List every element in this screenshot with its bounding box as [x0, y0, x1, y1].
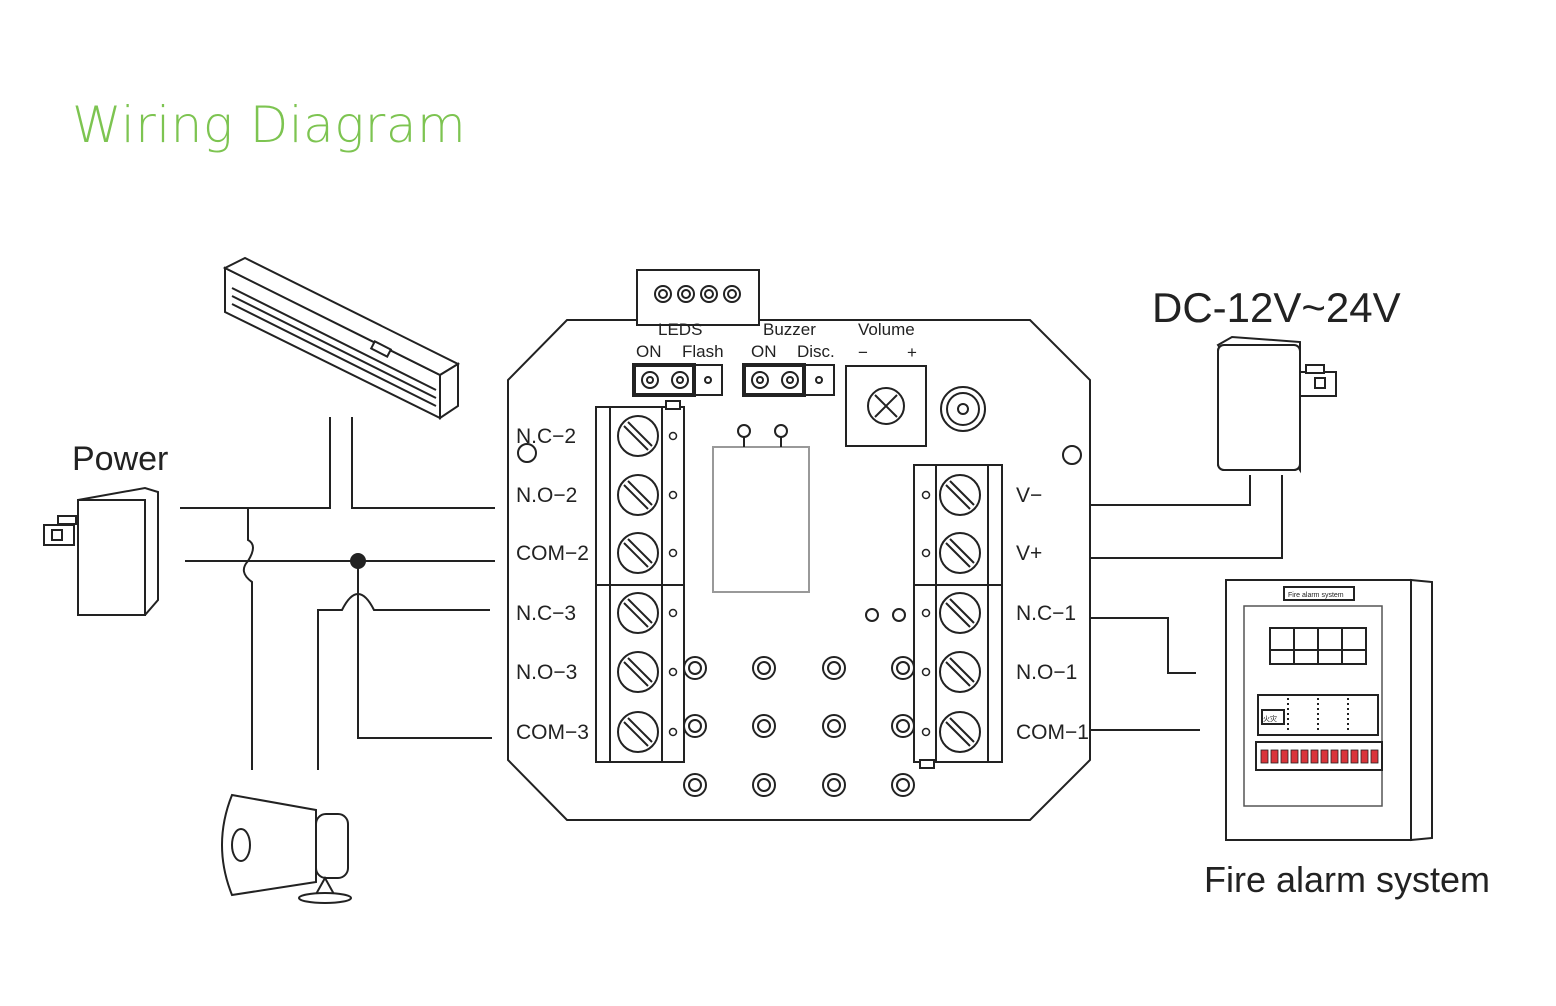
- terminal-hole: [668, 490, 678, 500]
- solder-pad: [752, 656, 776, 680]
- pad-grid: [683, 656, 915, 797]
- solder-pad: [752, 714, 776, 738]
- terminal-screw: [617, 415, 659, 457]
- leds-flash-label: Flash: [682, 342, 724, 361]
- terminal-hole: [668, 608, 678, 618]
- solder-pad: [891, 714, 915, 738]
- volume-plus-label: +: [907, 343, 917, 362]
- fire-panel-led: [1260, 749, 1269, 764]
- fire-panel-led: [1310, 749, 1319, 764]
- terminal-hole: [668, 727, 678, 737]
- right-terminal-label: N.O−1: [1016, 661, 1077, 684]
- fire-panel-led: [1320, 749, 1329, 764]
- fire-panel-led: [1350, 749, 1359, 764]
- page-title: Wiring Diagram: [72, 96, 467, 154]
- volume-minus-label: −: [858, 343, 868, 362]
- terminal-screw: [939, 532, 981, 574]
- mounting-hole: [517, 443, 537, 463]
- fire-panel-header-text: Fire alarm system: [1288, 592, 1344, 599]
- terminal-hole: [668, 548, 678, 558]
- solder-pad: [683, 656, 707, 680]
- fire-panel-led: [1300, 749, 1309, 764]
- left-terminal-label: COM−3: [516, 721, 589, 744]
- terminal-screw: [617, 651, 659, 693]
- pcb-hole: [865, 608, 879, 622]
- fire-alarm-panel-icon: [1225, 578, 1433, 842]
- right-wiring: [1090, 475, 1283, 731]
- buzzer-jumper: [742, 363, 835, 397]
- fire-panel-led: [1360, 749, 1369, 764]
- buzzer-disc-label: Disc.: [797, 342, 835, 361]
- fire-panel-led: [1330, 749, 1339, 764]
- siren-horn-icon: [221, 793, 352, 904]
- left-wiring: [180, 417, 495, 770]
- potentiometer-icon: [845, 365, 927, 447]
- left-terminal-label: N.C−3: [516, 602, 576, 625]
- control-board: LEDS ON Flash Buzzer ON Disc. Volume − +: [507, 269, 1091, 821]
- solder-pad: [822, 714, 846, 738]
- terminal-screw: [617, 711, 659, 753]
- fire-panel-led: [1290, 749, 1299, 764]
- fire-alarm-label: Fire alarm system: [1204, 859, 1490, 900]
- left-screws: [617, 415, 678, 753]
- pcb-hole: [892, 608, 906, 622]
- buzzer-icon: [940, 386, 986, 432]
- fire-panel-led: [1340, 749, 1349, 764]
- solder-pad: [683, 773, 707, 797]
- terminal-hole: [668, 667, 678, 677]
- solder-pad: [891, 773, 915, 797]
- leds-on-label: ON: [636, 342, 662, 361]
- buzzer-label: Buzzer: [763, 320, 816, 339]
- terminal-screw: [939, 474, 981, 516]
- terminal-screw: [617, 532, 659, 574]
- dc-adapter-icon: [1216, 335, 1337, 474]
- terminal-hole: [668, 431, 678, 441]
- solder-pad: [891, 656, 915, 680]
- solder-pad: [822, 656, 846, 680]
- terminal-hole: [921, 667, 931, 677]
- terminal-hole: [921, 608, 931, 618]
- fire-panel-button-text: 火灾: [1263, 714, 1277, 723]
- terminal-hole: [921, 727, 931, 737]
- buzzer-on-label: ON: [751, 342, 777, 361]
- power-adapter-icon: [43, 486, 159, 616]
- terminal-hole: [921, 548, 931, 558]
- fire-panel-led: [1280, 749, 1289, 764]
- terminal-screw: [939, 651, 981, 693]
- mounting-hole: [1062, 445, 1082, 465]
- left-terminal-label: N.C−2: [516, 425, 576, 448]
- power-label: Power: [72, 440, 168, 478]
- magnetic-lock-icon: [222, 256, 461, 420]
- solder-pad: [752, 773, 776, 797]
- terminal-screw: [617, 592, 659, 634]
- fire-panel-led: [1370, 749, 1379, 764]
- left-terminal-block: [595, 400, 685, 763]
- terminal-screw: [939, 711, 981, 753]
- fire-panel-led: [1270, 749, 1279, 764]
- junction-dot: [350, 553, 366, 569]
- terminal-screw: [617, 474, 659, 516]
- terminal-screw: [939, 592, 981, 634]
- relay-component: [712, 424, 810, 593]
- solder-pad: [822, 773, 846, 797]
- right-terminal-label: N.C−1: [1016, 602, 1076, 625]
- left-terminal-label: N.O−3: [516, 661, 577, 684]
- right-terminal-label: V−: [1016, 484, 1042, 507]
- right-terminal-label: V+: [1016, 542, 1042, 565]
- volume-label: Volume: [858, 320, 915, 339]
- dc-supply-label: DC-12V~24V: [1152, 284, 1401, 331]
- right-screws: [921, 474, 981, 753]
- terminal-hole: [921, 490, 931, 500]
- left-terminal-label: COM−2: [516, 542, 589, 565]
- fire-panel-led-row: [1260, 749, 1379, 764]
- left-terminal-label: N.O−2: [516, 484, 577, 507]
- leds-label: LEDS: [658, 320, 702, 339]
- leds-jumper: [632, 363, 723, 397]
- solder-pad: [683, 714, 707, 738]
- right-terminal-label: COM−1: [1016, 721, 1089, 744]
